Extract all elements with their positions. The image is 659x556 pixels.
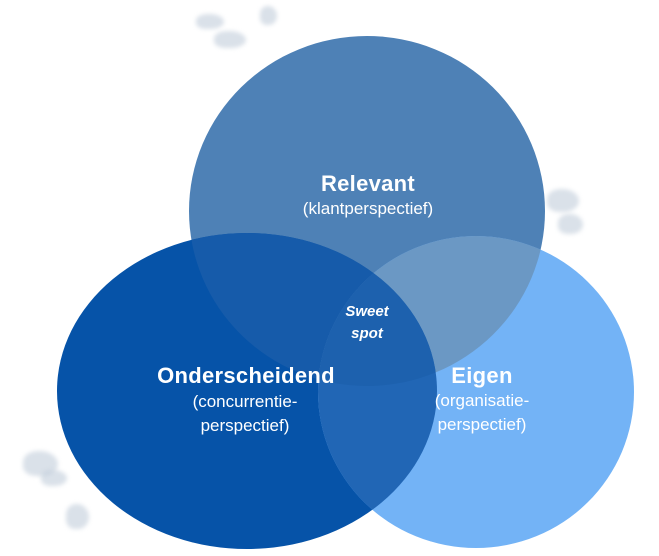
artifact-smudge <box>66 504 89 529</box>
artifact-smudge <box>260 6 277 25</box>
artifact-smudge <box>41 470 67 486</box>
artifact-smudge <box>547 189 579 212</box>
artifact-smudge <box>214 31 246 48</box>
artifact-smudge <box>196 14 224 29</box>
overlap-center-sweet-spot <box>318 236 437 386</box>
artifact-smudge <box>558 214 583 234</box>
